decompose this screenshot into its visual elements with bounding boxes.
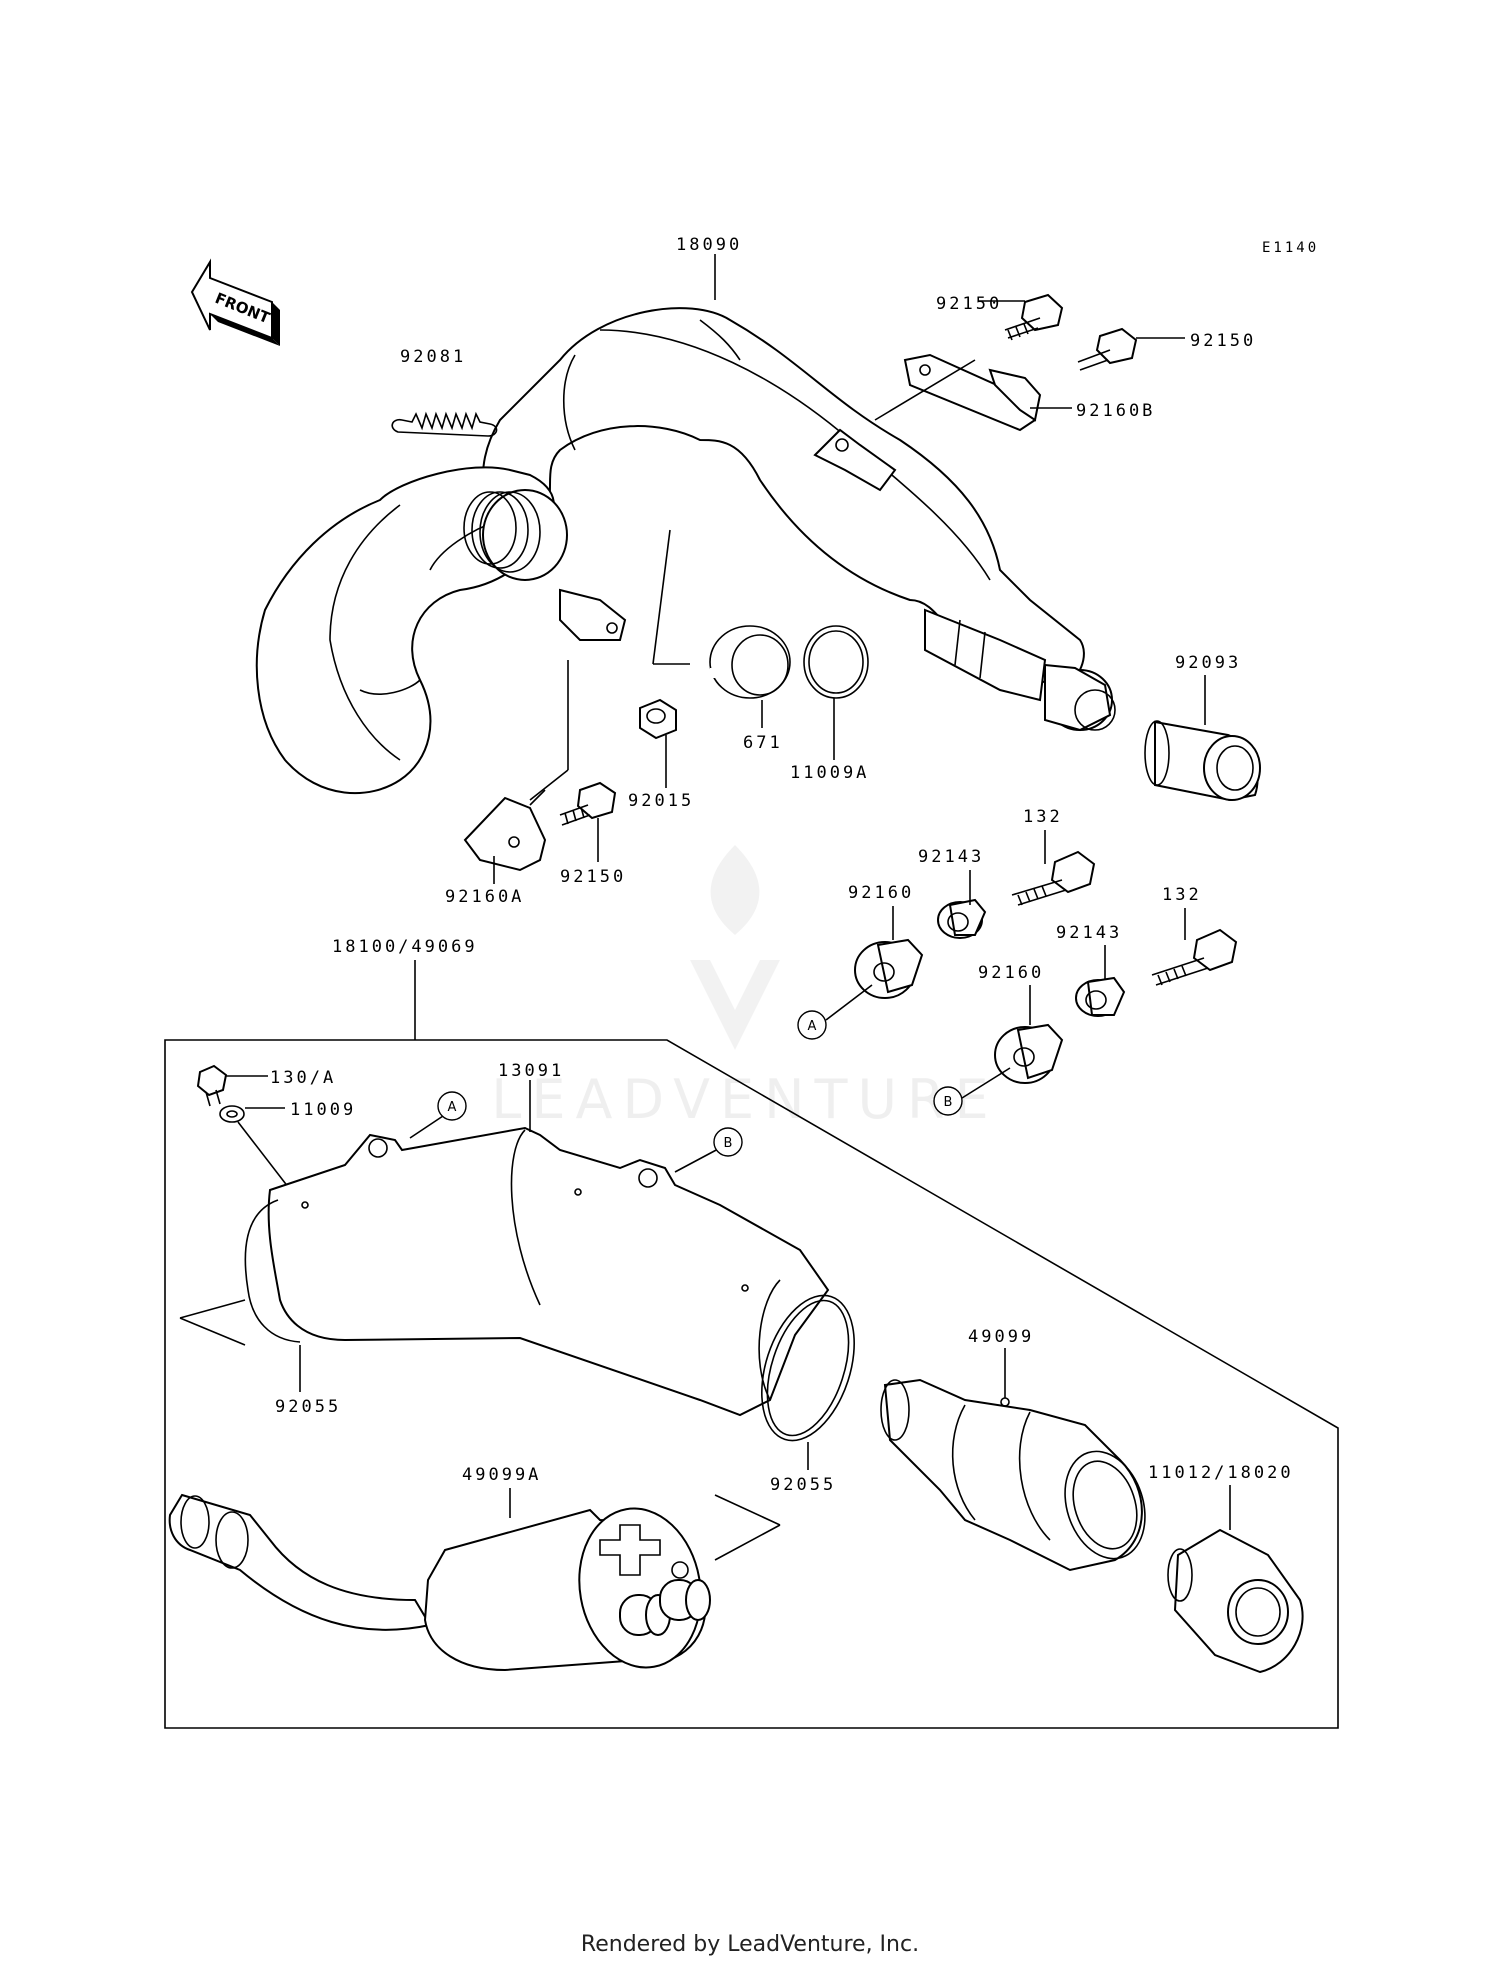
exhaust-pipe-18090 [255, 307, 1116, 795]
leadventure-watermark: LEADVENTURE [491, 845, 998, 1131]
callout-B-lower: B [713, 1127, 743, 1157]
silencer-core-49099 [880, 1378, 1146, 1572]
callout-A-lower-text: A [448, 1100, 457, 1115]
part-label-671: 671 [743, 733, 783, 753]
callout-B-upper: B [933, 1086, 963, 1116]
part-label-92160A: 92160A [445, 887, 524, 907]
part-label-92081: 92081 [400, 347, 466, 367]
gasket-671 [709, 625, 791, 699]
o-ring-11009A [803, 625, 869, 699]
silencer-assembly-frame [164, 1039, 1339, 1729]
bolt-92150-lower [559, 781, 617, 826]
part-label-13091: 13091 [498, 1061, 564, 1081]
footer-credit: Rendered by LeadVenture, Inc. [580, 1932, 920, 1957]
part-label-11009: 11009 [290, 1100, 356, 1120]
part-label-132-a: 132 [1023, 807, 1063, 827]
part-label-18090: 18090 [676, 235, 742, 255]
grommet-92160-b [994, 1023, 1064, 1084]
part-label-11012-18020: 11012/18020 [1148, 1463, 1294, 1483]
sleeve-92093 [1144, 720, 1261, 802]
front-arrow-icon: FRONT [190, 258, 280, 346]
part-label-49099A: 49099A [462, 1465, 541, 1485]
part-label-18100-49069: 18100/49069 [332, 937, 478, 957]
part-label-130A: 130/A [270, 1068, 336, 1088]
part-label-92160-b: 92160 [978, 963, 1044, 983]
part-label-92055-left: 92055 [275, 1397, 341, 1417]
bolt-130A [196, 1064, 228, 1107]
part-label-132-b: 132 [1162, 885, 1202, 905]
watermark-text: LEADVENTURE [491, 1068, 998, 1131]
part-label-92150-right: 92150 [1190, 331, 1256, 351]
bolt-132-b [1151, 928, 1238, 986]
callout-A-lower: A [437, 1091, 467, 1121]
silencer-body-13091 [267, 1126, 830, 1417]
collar-92143-a [937, 898, 987, 939]
part-label-92143-a: 92143 [918, 847, 984, 867]
washer-11009 [219, 1105, 245, 1123]
part-label-92093: 92093 [1175, 653, 1241, 673]
callout-A-upper: A [797, 1010, 827, 1040]
callout-A-upper-text: A [808, 1019, 817, 1034]
gasket-92055-right [761, 1294, 855, 1442]
bolt-132-a [1011, 850, 1096, 906]
part-label-49099: 49099 [968, 1327, 1034, 1347]
inner-silencer-49099A [168, 1493, 711, 1672]
part-label-92150-lower: 92150 [560, 867, 626, 887]
callout-B-lower-text: B [724, 1136, 733, 1151]
nut-92015 [639, 698, 677, 740]
grommet-92160-a [854, 938, 924, 999]
part-label-92143-b: 92143 [1056, 923, 1122, 943]
part-label-92015: 92015 [628, 791, 694, 811]
spring-92081 [391, 411, 498, 437]
callout-B-upper-text: B [944, 1095, 953, 1110]
part-label-11009A: 11009A [790, 763, 869, 783]
part-label-92160-a: 92160 [848, 883, 914, 903]
bracket-92160A [463, 789, 547, 872]
part-label-92055-right: 92055 [770, 1475, 836, 1495]
diagram-code: E1140 [1262, 240, 1319, 256]
part-label-92160B: 92160B [1076, 401, 1155, 421]
gasket-92055-left [244, 1199, 301, 1343]
end-cap-11012-18020 [1167, 1528, 1304, 1674]
part-label-92150-top: 92150 [936, 294, 1002, 314]
collar-92143-b [1075, 976, 1126, 1017]
bracket-92160B [903, 353, 1042, 432]
bolt-92150-right [1077, 327, 1138, 371]
bolt-92150-top [1004, 293, 1064, 341]
